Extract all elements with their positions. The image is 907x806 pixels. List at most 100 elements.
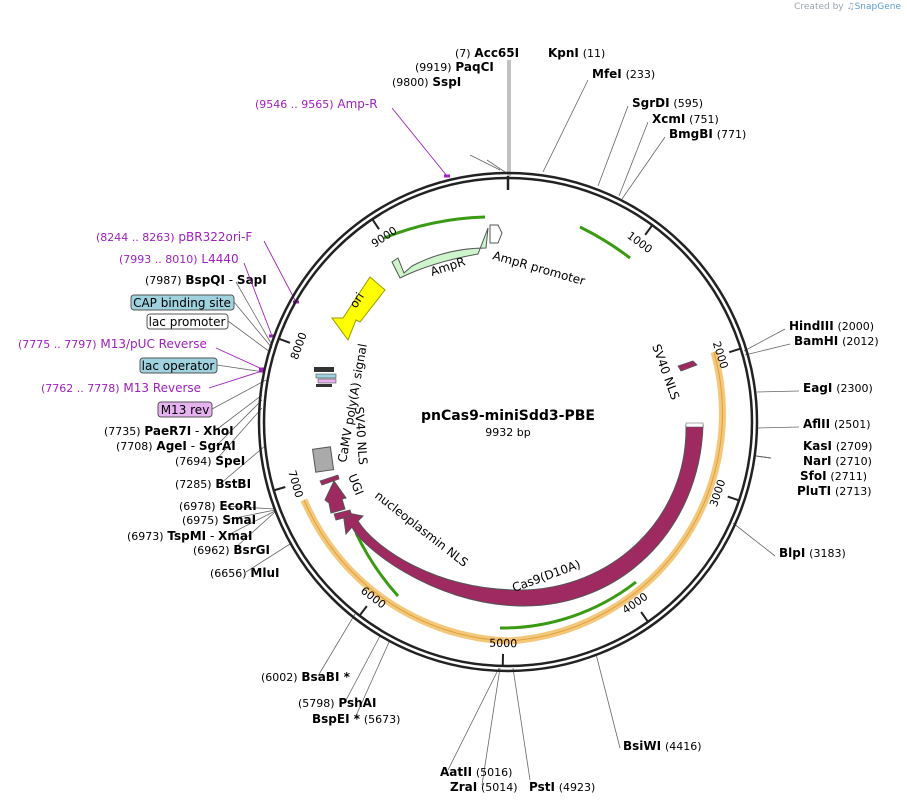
enzyme-site[interactable]: (6975) SmaI	[182, 509, 276, 527]
primer-site[interactable]: (9546 .. 9565) Amp-R	[255, 97, 450, 178]
enzyme-name: PaeR7I	[144, 424, 191, 438]
orf-arc-bottom-left[interactable]	[354, 532, 400, 598]
feature-leader-line	[233, 301, 273, 349]
orf-arc-top[interactable]	[383, 215, 486, 240]
enzyme-site[interactable]: ZraI (5014)	[450, 667, 518, 794]
enzyme-site[interactable]: EagI (2300)	[756, 381, 873, 395]
lac-operator-box[interactable]	[139, 357, 218, 374]
enzyme-site[interactable]: (6978) EcoRI	[179, 499, 276, 513]
tick-mark	[358, 605, 368, 617]
primer-layer: (9546 .. 9565) Amp-R (8244 .. 8263) pBR32…	[18, 97, 450, 395]
enzyme-name: PshAI	[338, 696, 376, 710]
lac-feature-block-4[interactable]	[316, 384, 332, 387]
enzyme-site[interactable]: (6962) BsrGI	[193, 511, 276, 557]
primer-label: (7762 .. 7778) M13 Reverse	[41, 381, 201, 395]
primer-site[interactable]: (7762 .. 7778) M13 Reverse	[41, 369, 265, 396]
enzyme-label: (7) Acc65I	[455, 46, 519, 60]
enzyme-site[interactable]: SfoI (2711)	[755, 455, 867, 483]
camv-polya-block[interactable]	[311, 446, 335, 473]
sv40-nls-left-arrow[interactable]	[319, 474, 340, 486]
enzyme-name: SgrDI	[632, 96, 670, 110]
enzyme-name: PluTI	[797, 484, 831, 498]
sv40-nls-right-arrow[interactable]	[677, 360, 698, 372]
ugi-arrow[interactable]	[324, 480, 347, 514]
enzyme-position: (595)	[673, 97, 703, 110]
ampr-promoter-block[interactable]	[489, 224, 503, 244]
enzyme-site[interactable]: AflII (2501)	[756, 417, 871, 431]
enzyme-site[interactable]: KasI (2709)	[755, 439, 873, 459]
enzyme-position: (5016)	[476, 766, 513, 779]
enzyme-label: (6978) EcoRI	[179, 499, 257, 513]
feature-leader-line	[227, 320, 271, 353]
credit-brand: SnapGene	[854, 2, 901, 12]
enzyme-site[interactable]: (7708) AgeI - SgrAI	[116, 399, 263, 453]
enzyme-site[interactable]: (9800) SspI	[392, 75, 501, 171]
primer-site[interactable]: (7993 .. 8010) L4440	[119, 252, 275, 338]
enzyme-leader-line	[756, 390, 800, 393]
tick-mark	[273, 486, 286, 492]
enzyme-site[interactable]: PstI (4923)	[512, 667, 596, 794]
cap-binding-site-box[interactable]	[130, 294, 235, 311]
cas9-arrow[interactable]	[342, 424, 704, 607]
primer-marker	[259, 367, 265, 371]
m13-rev-box[interactable]	[157, 401, 213, 418]
enzyme-site[interactable]: NarI (2710)	[755, 454, 872, 468]
enzyme-position: (2709)	[836, 440, 873, 453]
ampr-arrow[interactable]	[391, 227, 489, 279]
lac-promoter-box[interactable]	[146, 313, 229, 330]
enzyme-label: (5798) PshAI	[298, 696, 376, 710]
ori-arrow[interactable]	[331, 276, 386, 342]
enzyme-name: AgeI	[156, 439, 186, 453]
enzyme-label: (7694) SpeI	[175, 454, 245, 468]
primer-site[interactable]: (8244 .. 8263) pBR322ori-F	[96, 230, 299, 304]
enzyme-label: AflII (2501)	[803, 417, 871, 431]
orf-arc-top-right[interactable]	[579, 225, 631, 260]
enzyme-site[interactable]: (9919) PaqCI	[415, 60, 506, 173]
highlight-arc-left-inner[interactable]	[303, 499, 509, 642]
enzyme-label: BamHI (2012)	[794, 334, 879, 348]
enzyme-site[interactable]: (5798) PshAI	[298, 635, 381, 710]
enzyme-site[interactable]: BsiWI (4416)	[595, 653, 702, 753]
enzyme-site[interactable]: KpnI (11)	[509, 46, 606, 176]
enzyme-position: (6962)	[193, 544, 230, 557]
enzyme-site[interactable]: (7285) BstBI	[175, 445, 266, 491]
enzyme-site[interactable]: HindIII (2000)	[743, 319, 874, 352]
enzyme-site[interactable]: PluTI (2713)	[755, 455, 872, 498]
primer-site[interactable]: (7775 .. 7797) M13/pUC Reverse	[18, 337, 265, 371]
lac-feature-block-1[interactable]	[314, 367, 334, 372]
snapgene-logo-icon: ♫	[846, 2, 855, 12]
lac-feature-block-3[interactable]	[317, 378, 337, 384]
enzyme-site[interactable]: SgrDI (595)	[597, 96, 703, 187]
enzyme-name-2: XmaI	[218, 529, 252, 543]
enzyme-site[interactable]: (7694) SpeI	[175, 407, 263, 468]
enzyme-site[interactable]: (6973) TspMI - XmaI	[127, 510, 276, 543]
enzyme-name: SspI	[432, 75, 461, 89]
enzyme-site[interactable]: (6656) MluI	[210, 543, 291, 580]
orf-arc-bottom[interactable]	[499, 580, 637, 630]
enzyme-site[interactable]: BamHI (2012)	[744, 334, 879, 356]
enzyme-position: (4416)	[665, 740, 702, 753]
sv40-nls-right-label: SV40 NLS	[649, 342, 682, 401]
enzyme-label: (6973) TspMI - XmaI	[127, 529, 252, 543]
enzyme-site[interactable]: BlpI (3183)	[732, 522, 846, 560]
primer-label: (7775 .. 7797) M13/pUC Reverse	[18, 337, 207, 351]
enzyme-site[interactable]: BspEI * (5673)	[312, 639, 400, 726]
lac-feature-block-2[interactable]	[315, 373, 337, 379]
highlight-arc-right-inner[interactable]	[507, 351, 723, 642]
enzyme-site[interactable]: BmgBI (771)	[621, 127, 747, 200]
enzyme-site[interactable]: (6002) BsaBI *	[261, 613, 356, 684]
enzyme-position: (771)	[717, 128, 747, 141]
tick-mark	[727, 495, 740, 502]
enzyme-site[interactable]: (7987) BspQI - SapI	[145, 273, 273, 346]
enzyme-position: (11)	[583, 47, 606, 60]
nls-small-arrow[interactable]	[333, 509, 353, 521]
enzyme-site[interactable]: XcmI (751)	[618, 112, 719, 197]
lac-operator-label: lac operator	[142, 359, 215, 373]
enzyme-position: (4923)	[559, 781, 596, 794]
enzyme-site[interactable]: (7735) PaeR7I - XhoI	[104, 394, 263, 438]
enzyme-site[interactable]: (7) Acc65I	[455, 46, 519, 176]
enzyme-site[interactable]: AatII (5016)	[440, 667, 513, 779]
tick-label: 1000	[624, 229, 654, 256]
enzyme-name: TspMI	[167, 529, 206, 543]
enzyme-site[interactable]: MfeI (233)	[542, 67, 655, 173]
